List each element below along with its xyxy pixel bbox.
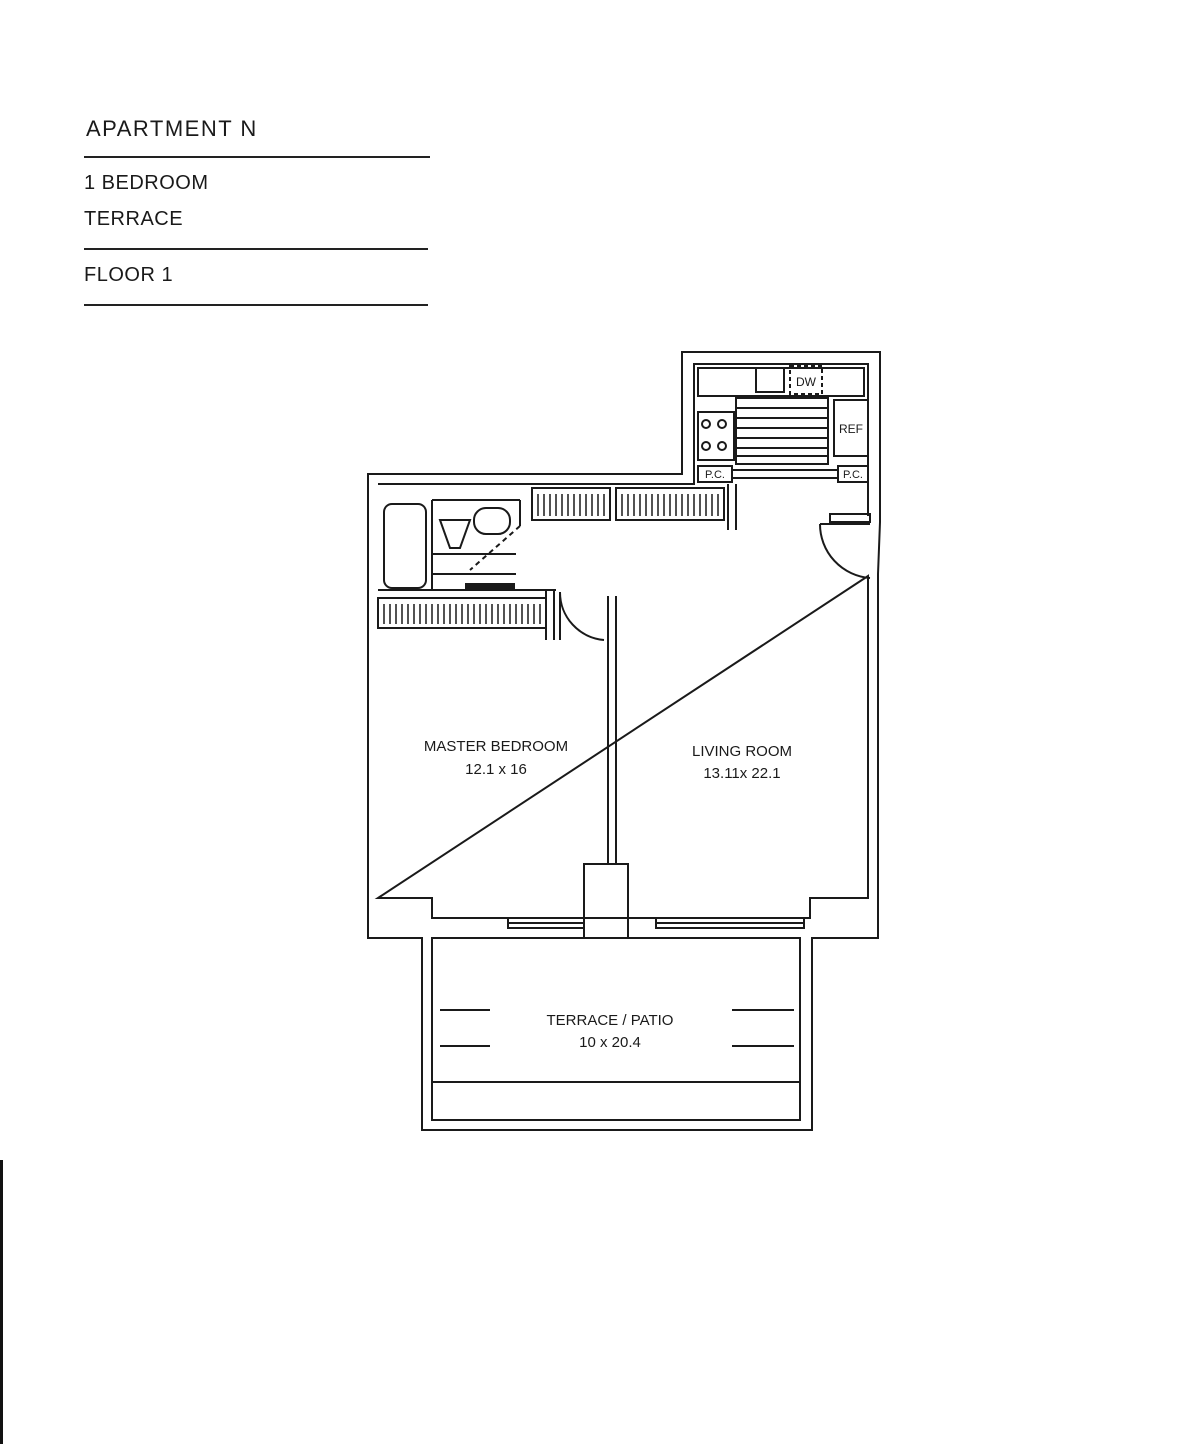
- living-room-size: 13.11x 22.1: [703, 765, 780, 782]
- terrace-size: 10 x 20.4: [579, 1034, 641, 1051]
- refrigerator-label: REF: [839, 422, 863, 436]
- pantry-label-right: P.C.: [843, 469, 863, 481]
- floor-label: FLOOR 1: [84, 264, 174, 286]
- pantry-label-left: P.C.: [705, 469, 725, 481]
- living-room-label: LIVING ROOM: [692, 743, 792, 760]
- refrigerator-box: [833, 399, 869, 457]
- hall-closet: [615, 487, 725, 521]
- header-divider: [84, 156, 430, 158]
- kitchen-sink: [755, 367, 785, 393]
- header-divider: [84, 304, 428, 306]
- interior-wall: [378, 363, 869, 516]
- stove: [697, 411, 735, 461]
- dishwasher-label: DW: [796, 375, 817, 389]
- bedroom-door: [558, 591, 605, 641]
- toilet: [473, 507, 511, 535]
- scan-edge: [0, 1160, 3, 1444]
- entry-door: [818, 523, 871, 579]
- interior-wall: [374, 574, 869, 919]
- bath-door: [469, 525, 521, 571]
- hall-closet: [531, 487, 611, 521]
- closet-hatching: [383, 494, 719, 624]
- master-bedroom-size: 12.1 x 16: [465, 761, 527, 778]
- bedroom-count: 1 BEDROOM: [84, 172, 209, 194]
- terrace-label: TERRACE / PATIO: [547, 1012, 674, 1029]
- apartment-title: APARTMENT N: [86, 116, 258, 141]
- dishwasher-box: [789, 365, 823, 395]
- terrace-border: [431, 937, 801, 1121]
- column: [583, 863, 629, 939]
- sink: [438, 519, 472, 549]
- header-divider: [84, 248, 428, 250]
- master-bedroom-label: MASTER BEDROOM: [424, 738, 568, 755]
- feature-label: TERRACE: [84, 208, 184, 230]
- bathtub: [383, 503, 427, 589]
- exterior-wall: [367, 351, 881, 1131]
